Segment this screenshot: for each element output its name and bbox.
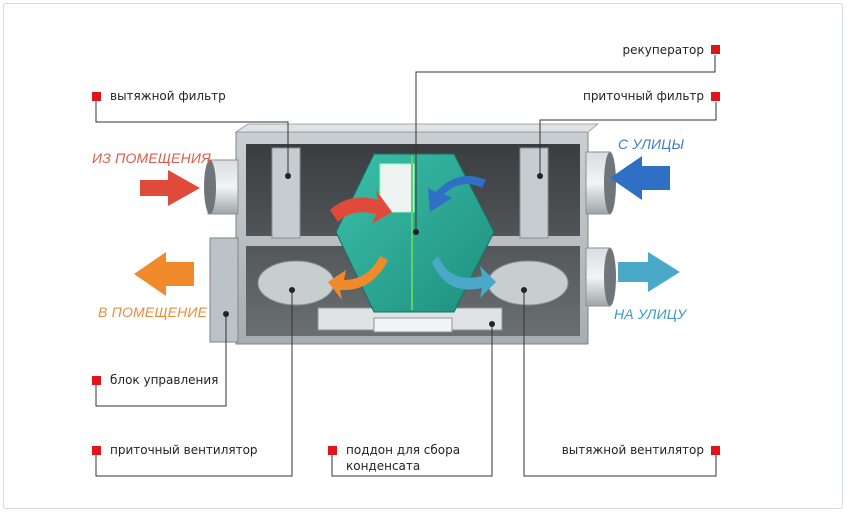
marker-supply-filter bbox=[711, 92, 720, 101]
arrow-internal-supply bbox=[428, 176, 486, 212]
arrow-internal-exhaust bbox=[330, 190, 392, 224]
label-recuperator: рекуператор bbox=[622, 43, 705, 57]
arrow-from-street bbox=[610, 156, 670, 200]
label-supply-fan: приточный вентилятор bbox=[110, 443, 258, 457]
airflow-label-from-street: С УЛИЦЫ bbox=[618, 136, 685, 152]
label-exhaust-filter: вытяжной фильтр bbox=[110, 89, 226, 103]
arrow-internal-street bbox=[432, 256, 496, 298]
arrow-to-street bbox=[618, 252, 680, 292]
label-control-unit: блок управления bbox=[110, 373, 219, 387]
arrow-to-room bbox=[134, 252, 194, 296]
ducts bbox=[204, 151, 616, 307]
marker-condensate-tray bbox=[328, 446, 337, 455]
arrow-internal-room bbox=[328, 256, 388, 300]
airflow-label-to-street: НА УЛИЦУ bbox=[614, 306, 687, 322]
marker-supply-fan bbox=[92, 446, 101, 455]
label-condensate-tray-line1: поддон для сбора bbox=[346, 443, 461, 457]
marker-exhaust-filter bbox=[92, 92, 101, 101]
marker-exhaust-fan bbox=[711, 446, 720, 455]
airflow-label-to-room: В ПОМЕЩЕНИЕ bbox=[98, 304, 208, 320]
label-condensate-tray-line2: конденсата bbox=[346, 459, 421, 473]
marker-control-unit bbox=[92, 376, 101, 385]
airflow-arrows bbox=[134, 156, 680, 300]
airflow-label-from-room: ИЗ ПОМЕЩЕНИЯ bbox=[92, 150, 211, 166]
leader-dots bbox=[223, 173, 543, 327]
label-exhaust-fan: вытяжной вентилятор bbox=[561, 443, 704, 457]
label-supply-filter: приточный фильтр bbox=[582, 89, 704, 103]
diagram-frame bbox=[3, 3, 843, 509]
leader-lines bbox=[95, 55, 717, 477]
arrow-from-room bbox=[140, 170, 200, 206]
marker-recuperator bbox=[711, 45, 720, 54]
